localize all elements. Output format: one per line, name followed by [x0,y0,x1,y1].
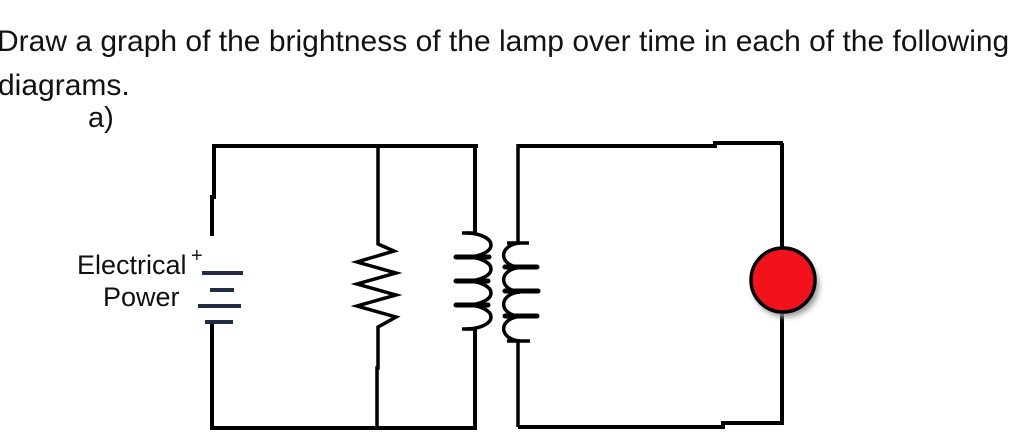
resistor-zigzag [350,144,403,428]
secondary-top-wire [518,141,783,148]
primary-bottom-wire [210,323,477,430]
part-label: a) [88,102,114,134]
battery-positive-sign: + [191,245,203,267]
battery-icon [198,271,243,324]
transformer-secondary-coil-icon [501,144,541,427]
lamp-icon [749,246,819,317]
question-text-line1: Draw a graph of the brightness of the la… [0,25,1010,58]
primary-loop-wires [210,144,478,430]
secondary-bottom-wire [518,421,784,429]
electrical-power-label-line1: Electrical [77,250,187,280]
transformer-primary-coil-icon [453,231,493,331]
secondary-loop-wires [518,141,784,429]
resistor-icon [350,144,403,428]
lamp-bulb [749,246,817,314]
question-text-line2: diagrams. [0,69,130,102]
electrical-power-label-line2: Power [103,282,180,312]
primary-left-wire [210,144,216,236]
